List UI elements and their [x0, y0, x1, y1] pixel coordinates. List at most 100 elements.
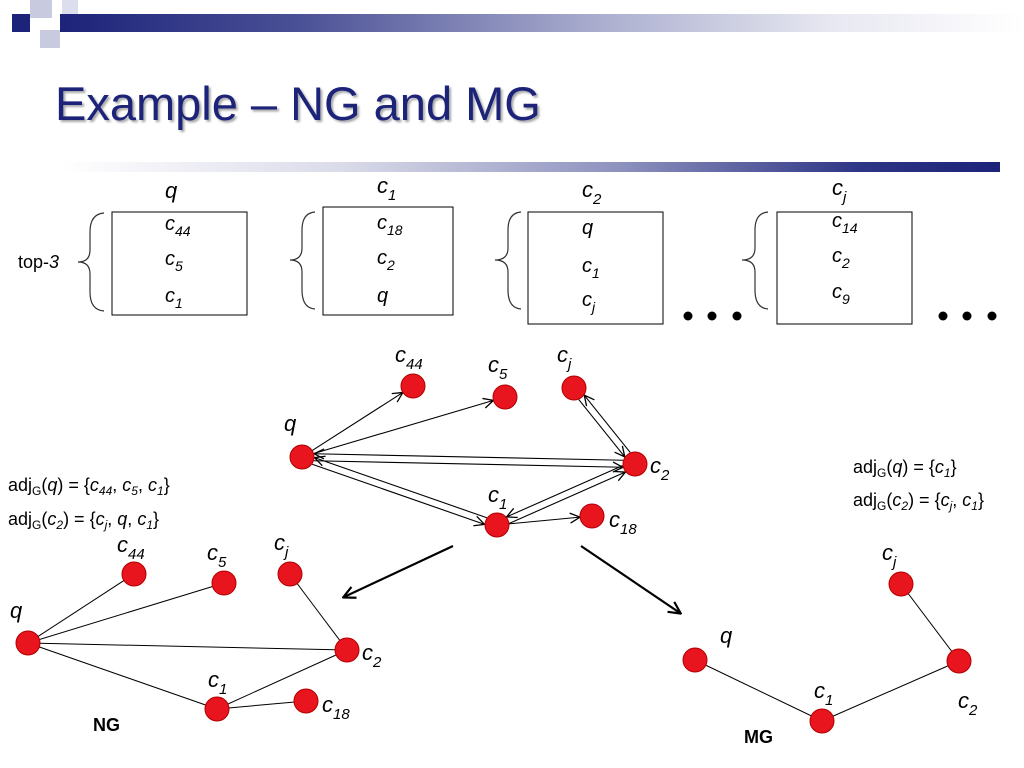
node-ng-q [15, 630, 41, 656]
node-knn-c5 [492, 384, 518, 410]
ng-label-q: q [10, 598, 23, 623]
list-box-4 [776, 211, 913, 325]
node-knn-c44 [400, 373, 426, 399]
ng-label-cj: cj [274, 530, 289, 561]
node-ng-c18 [293, 688, 319, 714]
mg-label-c1: c1 [814, 678, 833, 709]
decor-square-light [40, 30, 60, 48]
ng-label-c44: c44 [117, 532, 145, 563]
knn-label-c5: c5 [488, 352, 508, 383]
ng-edge-c1-c18 [216, 700, 307, 710]
list-3-item: q [582, 217, 593, 239]
ng-label-c2: c2 [362, 640, 382, 671]
adjacency-mg-line2: adjG(c2) = {cj, c1} [853, 490, 984, 513]
edge-c2-to-cj [584, 395, 631, 453]
ng-edge-cj-c2 [289, 573, 348, 651]
mg-label-cj: cj [882, 540, 897, 571]
edge-q-to-c5 [313, 400, 494, 455]
adjacency-ng-line2: adjG(c2) = {cj, q, c1} [8, 509, 160, 532]
mg-label-c2: c2 [958, 688, 978, 719]
ng-label-c1: c1 [208, 667, 227, 698]
node-mg-c2 [946, 648, 972, 674]
ng-label-c5: c5 [207, 540, 227, 571]
node-mg-cj [888, 571, 914, 597]
slide-title: Example – NG and MG [55, 77, 541, 130]
brace [77, 212, 105, 312]
mg-edge-q-c1 [694, 659, 823, 722]
list-box-3 [527, 211, 664, 325]
ng-edge-q-c44 [27, 573, 135, 644]
edge-c1-to-q [314, 458, 488, 519]
mg-graph-label: MG [744, 727, 773, 747]
ellipsis-dots [938, 311, 997, 321]
list-4-item: c9 [832, 281, 850, 307]
edge-q-to-c44 [311, 392, 403, 451]
list-1-item: c44 [165, 213, 191, 239]
title-underline-bar [60, 162, 1000, 172]
node-ng-c5 [211, 570, 237, 596]
ng-edge-c1-c2 [216, 649, 348, 710]
brace [289, 211, 316, 310]
ng-graph-label: NG [93, 715, 120, 735]
ng-edge-q-c5 [27, 582, 225, 644]
edge-c2-to-c1 [507, 465, 623, 517]
top3-label: top-3 [18, 252, 59, 272]
list-3-item: cj [582, 289, 596, 315]
decor-square-dark [12, 14, 30, 32]
list-2-item: c18 [377, 212, 403, 238]
node-ng-cj [277, 561, 303, 587]
node-mg-c1 [809, 708, 835, 734]
adjacency-mg-line1: adjG(q) = {c1} [853, 457, 957, 480]
node-knn-c18 [579, 503, 605, 529]
adjacency-ng-line1: adjG(q) = {c44, c5, c1} [8, 475, 170, 498]
ng-label-c18: c18 [322, 692, 350, 723]
list-4-query: cj [832, 175, 847, 206]
list-box-1 [111, 211, 248, 316]
list-2-query: c1 [377, 173, 396, 204]
mg-edge-c1-c2 [821, 660, 960, 722]
list-4-item: c2 [832, 245, 850, 271]
edge-c1-to-c18 [508, 517, 580, 525]
node-knn-q [289, 444, 315, 470]
list-3-query: c2 [582, 177, 602, 208]
mg-edge-c2-cj [900, 583, 960, 662]
node-knn-cj [561, 375, 587, 401]
list-2-item: q [377, 285, 388, 307]
knn-label-c1: c1 [488, 482, 507, 513]
ng-edge-q-c1 [27, 642, 218, 710]
arrow-to-mg [580, 545, 680, 613]
node-ng-c1 [204, 696, 230, 722]
decor-square-light [30, 0, 52, 18]
arrow-to-ng [344, 545, 454, 597]
list-3-item: c1 [582, 255, 600, 281]
brace [494, 211, 522, 310]
ng-edge-q-c2 [27, 642, 348, 651]
node-ng-c44 [121, 561, 147, 587]
list-4-item: c14 [832, 210, 858, 236]
edge-q-to-c1 [311, 463, 484, 524]
list-box-2 [322, 206, 454, 316]
knn-label-c2: c2 [650, 453, 670, 484]
list-2-item: c2 [377, 247, 395, 273]
node-mg-q [682, 647, 708, 673]
edge-c1-to-c2 [509, 472, 625, 524]
node-knn-c1 [484, 512, 510, 538]
decor-square-light [62, 0, 78, 14]
knn-label-c18: c18 [609, 507, 637, 538]
list-1-query: q [165, 178, 178, 203]
edge-c2-to-q [314, 454, 624, 461]
edge-cj-to-c2 [578, 399, 625, 457]
node-ng-c2 [334, 637, 360, 663]
node-knn-c2 [622, 451, 648, 477]
list-1-item: c1 [165, 285, 183, 311]
knn-label-c44: c44 [395, 342, 423, 373]
list-1-item: c5 [165, 248, 183, 274]
brace [741, 211, 769, 310]
ellipsis-dots [683, 311, 742, 321]
edge-q-to-c2 [313, 460, 623, 467]
mg-label-q: q [720, 623, 733, 648]
title-gradient-bar [60, 14, 1024, 32]
knn-label-cj: cj [557, 342, 572, 373]
knn-label-q: q [284, 411, 297, 436]
